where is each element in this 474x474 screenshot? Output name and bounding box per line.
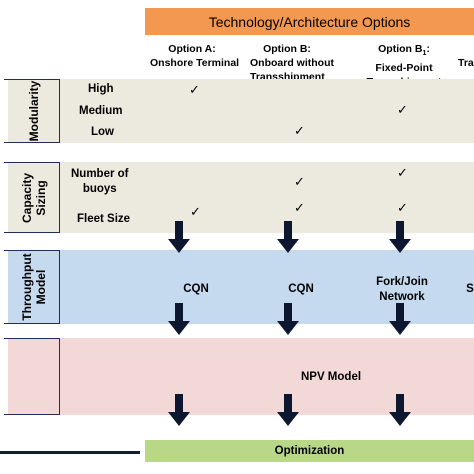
cqn-a: CQN [183, 283, 209, 295]
row-number-of-buoys: Number of buoys [71, 168, 129, 195]
capacity-label: Capacity Sizing [20, 172, 48, 224]
option-c-subtitle: Tra [458, 57, 474, 69]
option-c-title [458, 42, 474, 56]
arrow-b1-1-icon [389, 221, 411, 253]
option-b1-title: Option B1: [378, 43, 430, 58]
option-a-title: Option A: [168, 43, 216, 55]
check-b1-medium-icon: ✓ [397, 103, 408, 118]
row-fleet-size: Fleet Size [77, 213, 131, 225]
cqn-b: CQN [288, 283, 314, 295]
options-header-title: Technology/Architecture Options [208, 13, 411, 30]
npv-frame [4, 338, 60, 415]
row-low: Low [91, 126, 114, 138]
bottom-divider [0, 451, 140, 454]
option-b1-subtitle-1: Fixed-Point [375, 62, 433, 75]
option-a-heading: Option A: Onshore Terminal [150, 42, 240, 70]
check-b1-buoys-icon: ✓ [397, 166, 408, 181]
throughput-option-c: S [466, 283, 474, 295]
check-b-buoys-icon: ✓ [294, 175, 305, 190]
optimization-label: Optimization [274, 445, 345, 457]
arrow-b1-3-icon [389, 394, 411, 426]
check-a-fleet-icon: ✓ [190, 205, 201, 220]
npv-band [4, 338, 474, 415]
capacity-frame [4, 162, 60, 233]
arrow-b-1-icon [277, 221, 299, 253]
fork-join-network: Fork/Join Network [376, 276, 428, 303]
row-high: High [88, 83, 114, 95]
option-c-heading: Tra [458, 42, 474, 70]
arrow-a-1-icon [168, 221, 190, 253]
arrow-b-3-icon [277, 394, 299, 426]
modularity-label: Modularity [27, 80, 41, 142]
option-b-heading: Option B: Onboard without Transshipment [250, 42, 334, 84]
check-b-low-icon: ✓ [294, 124, 305, 139]
modularity-frame [4, 79, 60, 143]
modularity-band [4, 79, 474, 143]
options-header: Technology/Architecture Options [145, 8, 474, 35]
check-b-fleet-icon: ✓ [294, 201, 305, 216]
optimization-bar: Optimization [145, 440, 474, 462]
option-b-title: Option B: [263, 43, 311, 55]
arrow-a-2-icon [168, 303, 190, 335]
check-b1-fleet-icon: ✓ [397, 201, 408, 216]
option-b-subtitle-1: Onboard without [250, 57, 334, 69]
throughput-label: Throughput Model [20, 253, 48, 321]
arrow-b-2-icon [277, 303, 299, 335]
row-medium: Medium [79, 105, 123, 117]
npv-model-label: NPV Model [300, 371, 362, 383]
arrow-a-3-icon [168, 394, 190, 426]
option-a-subtitle: Onshore Terminal [150, 57, 240, 69]
check-a-high-icon: ✓ [189, 83, 200, 98]
arrow-b1-2-icon [389, 303, 411, 335]
throughput-frame [4, 250, 60, 324]
